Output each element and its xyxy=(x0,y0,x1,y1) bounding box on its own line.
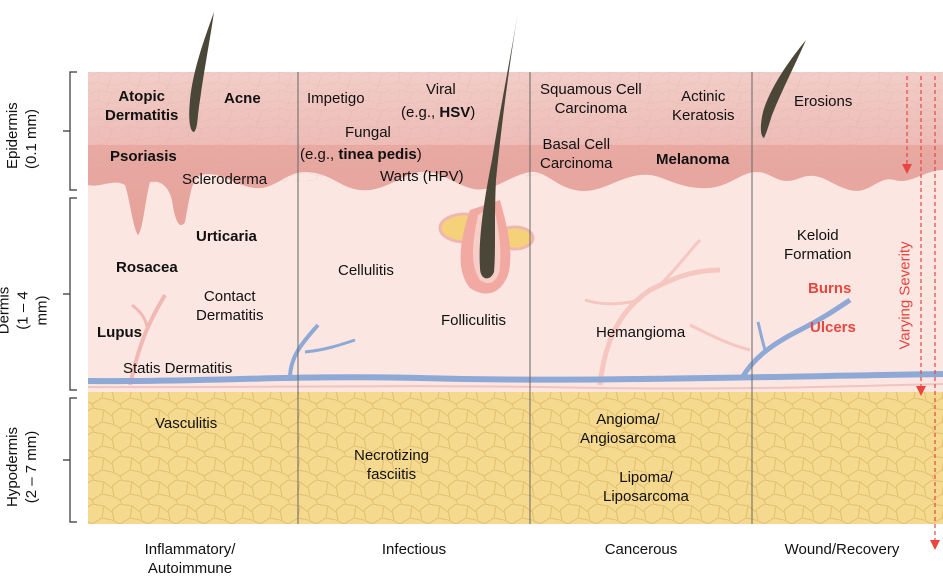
layer-label-hypodermis: Hypodermis (2 – 7 mm) xyxy=(3,425,41,509)
label-contact-dermatitis: Contact Dermatitis xyxy=(196,287,264,325)
label-rosacea: Rosacea xyxy=(116,258,178,277)
label-necrotizing-fasciitis: Necrotizing fasciitis xyxy=(354,446,429,484)
label-atopic-dermatitis: Atopic Dermatitis xyxy=(105,87,178,125)
hypodermis-layer xyxy=(88,392,943,524)
label-erosions: Erosions xyxy=(794,92,852,111)
label-hemangioma: Hemangioma xyxy=(596,323,685,342)
label-basal-cell-carcinoma: Basal Cell Carcinoma xyxy=(540,135,613,173)
label-actinic-keratosis: Actinic Keratosis xyxy=(672,87,735,125)
layer-label-epidermis: Epidermis (0.1 mm) xyxy=(3,109,41,169)
label-folliculitis: Folliculitis xyxy=(441,311,506,330)
label-urticaria: Urticaria xyxy=(196,227,257,246)
label-psoriasis: Psoriasis xyxy=(110,147,177,166)
category-infectious: Infectious xyxy=(314,540,514,559)
category-wound-recovery: Wound/Recovery xyxy=(742,540,942,559)
label-lupus: Lupus xyxy=(97,323,142,342)
label-ulcers: Ulcers xyxy=(810,318,856,337)
label-fungal-example: (e.g., tinea pedis) xyxy=(300,145,422,164)
layer-label-dermis: Dermis (1 – 4 mm) xyxy=(0,276,52,346)
bracket-dermis xyxy=(63,198,77,390)
label-lipoma-liposarcoma: Lipoma/ Liposarcoma xyxy=(603,468,689,506)
bracket-hypodermis xyxy=(63,398,77,522)
bracket-epidermis xyxy=(63,72,77,190)
label-vasculitis: Vasculitis xyxy=(155,414,217,433)
category-cancerous: Cancerous xyxy=(541,540,741,559)
label-angioma-angiosarcoma: Angioma/ Angiosarcoma xyxy=(580,410,676,448)
severity-label: Varying Severity xyxy=(897,220,914,350)
label-viral-example: (e.g., HSV) xyxy=(401,103,475,122)
label-burns: Burns xyxy=(808,279,851,298)
label-fungal: Fungal xyxy=(345,123,391,142)
label-warts: Warts (HPV) xyxy=(380,167,464,186)
label-cellulitis: Cellulitis xyxy=(338,261,394,280)
category-inflammatory: Inflammatory/ Autoimmune xyxy=(90,540,290,578)
label-keloid-formation: Keloid Formation xyxy=(784,226,852,264)
dermis-layer xyxy=(88,160,943,392)
label-acne: Acne xyxy=(224,89,261,108)
label-melanoma: Melanoma xyxy=(656,150,729,169)
label-viral: Viral xyxy=(426,80,456,99)
label-impetigo: Impetigo xyxy=(307,89,365,108)
label-squamous-cell-carcinoma: Squamous Cell Carcinoma xyxy=(540,80,642,118)
label-scleroderma: Scleroderma xyxy=(182,170,267,189)
label-statis-dermatitis: Statis Dermatitis xyxy=(123,359,232,378)
